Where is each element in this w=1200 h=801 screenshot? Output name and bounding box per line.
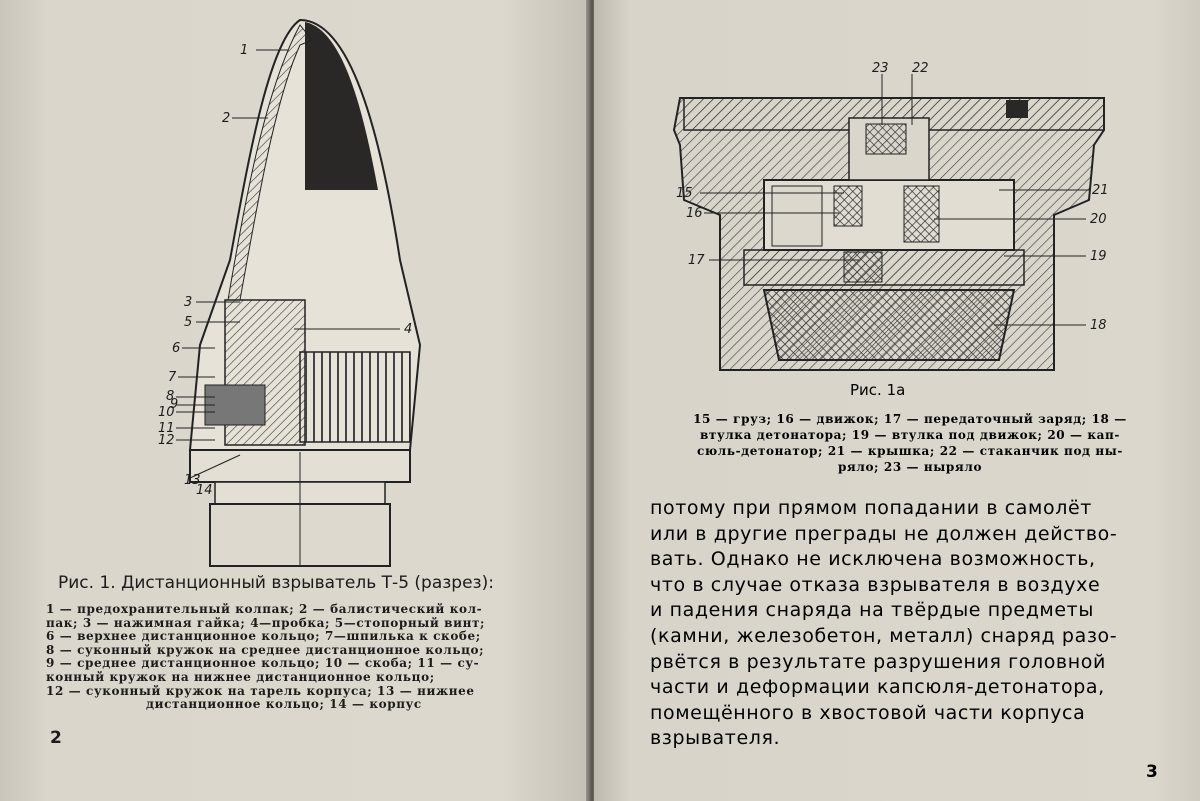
right-page: 23 22 15 16 17 21 20 19 18 (594, 0, 1200, 801)
label-9: 9 (170, 397, 178, 412)
body-line: и падения снаряда на твёрдые предметы (650, 599, 1094, 622)
label-7: 7 (168, 370, 177, 385)
label-5: 5 (184, 315, 192, 330)
legend-line: 9 — среднее дистанционное кольцо; 10 — с… (46, 656, 480, 671)
label-21: 21 (1092, 183, 1109, 198)
label-20: 20 (1090, 212, 1107, 227)
label-17: 17 (688, 253, 705, 268)
fuze-t5-cross-section-figure: 1 2 3 5 6 7 8 9 10 11 12 13 14 4 (158, 18, 422, 567)
label-13: 13 (184, 473, 201, 488)
body-line: вать. Однако не исключена возможность, (650, 548, 1096, 571)
left-page: 1 2 3 5 6 7 8 9 10 11 12 13 14 4 Рис. 1.… (0, 0, 590, 801)
figure1a-legend: 15 — груз; 16 — движок; 17 — передаточны… (650, 411, 1170, 475)
label-11: 11 (158, 421, 175, 436)
page-number-right: 3 (1146, 762, 1158, 782)
body-line: (камни, железобетон, металл) снаряд разо… (650, 624, 1118, 647)
legend-line: конный кружок на нижнее дистанционное ко… (46, 669, 435, 684)
body-line: рвётся в результате разрушения головной (650, 650, 1106, 673)
figure1a-caption: Рис. 1а (850, 381, 906, 399)
label-1: 1 (240, 43, 248, 58)
legend-line: 8 — суконный кружок на среднее дистанцио… (46, 642, 485, 657)
body-line: взрывателя. (650, 727, 781, 750)
label-2: 2 (222, 111, 230, 126)
figure1-legend: 1 — предохранительный колпак; 2 — балист… (46, 602, 546, 712)
body-line: что в случае отказа взрывателя в воздухе (650, 573, 1101, 596)
body-line: части и деформации капсюля-детонатора, (650, 676, 1105, 699)
label-3: 3 (184, 295, 192, 310)
label-10: 10 (158, 405, 175, 420)
label-4: 4 (404, 322, 412, 337)
legend-line: дистанционное кольцо; 14 — корпус (146, 697, 422, 712)
body-paragraph: потому при прямом попадании в самолёт ил… (650, 496, 1160, 752)
legend-line: 6 — верхнее дистанционное кольцо; 7—шпил… (46, 629, 481, 644)
label-22: 22 (912, 61, 929, 76)
legend-line: 1 — предохранительный колпак; 2 — балист… (46, 602, 483, 616)
legend-line: ряло; 23 — ныряло (837, 460, 983, 474)
label-16: 16 (686, 206, 703, 221)
page-number-left: 2 (50, 728, 62, 748)
legend-line: втулка детонатора; 19 — втулка под движо… (699, 428, 1121, 442)
label-14: 14 (196, 483, 213, 498)
figure1-caption: Рис. 1. Дистанционный взрыватель Т-5 (ра… (58, 573, 494, 593)
label-8: 8 (166, 389, 174, 404)
body-line: помещённого в хвостовой части корпуса (650, 701, 1086, 724)
legend-line: пак; 3 — нажимная гайка; 4—пробка; 5—сто… (46, 615, 486, 630)
label-6: 6 (172, 341, 180, 356)
body-line: потому при прямом попадании в самолёт (650, 497, 1092, 519)
body-line: или в другие преграды не должен действо- (650, 522, 1118, 545)
legend-line: 15 — груз; 16 — движок; 17 — передаточны… (693, 412, 1127, 426)
legend-line: сюль-детонатор; 21 — крышка; 22 — стакан… (696, 444, 1124, 458)
label-23: 23 (872, 61, 889, 76)
fuze-1a-cross-section-figure: 23 22 15 16 17 21 20 19 18 (672, 61, 1109, 371)
legend-line: 12 — суконный кружок на тарель корпуса; … (46, 683, 475, 698)
label-15: 15 (676, 186, 693, 201)
label-12: 12 (158, 433, 175, 448)
label-19: 19 (1090, 249, 1107, 264)
label-18: 18 (1090, 318, 1107, 333)
